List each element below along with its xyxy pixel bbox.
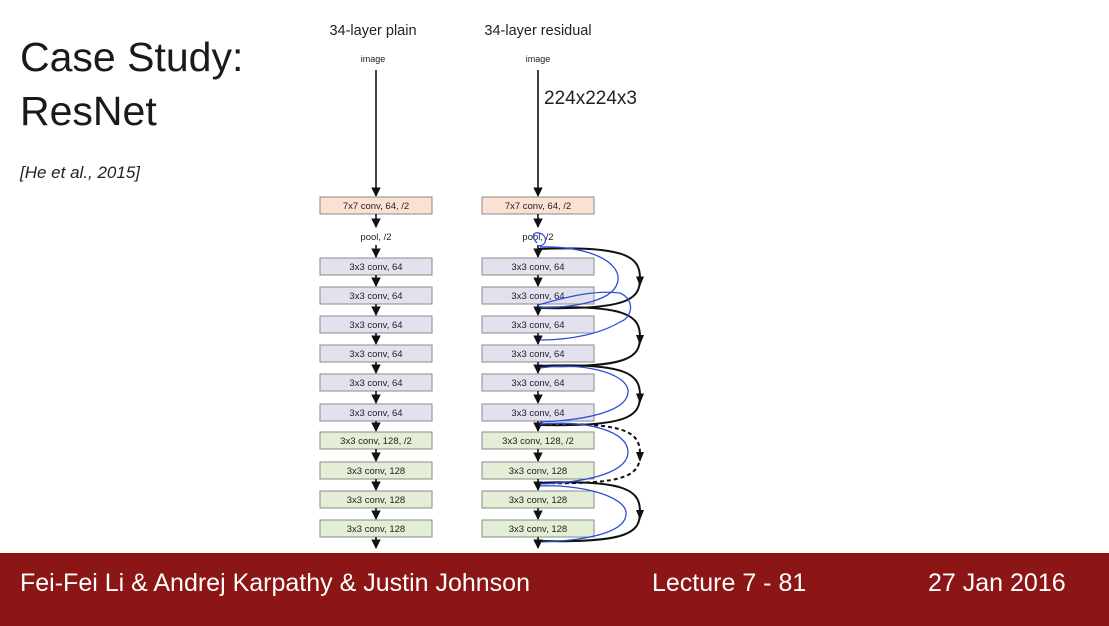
plain-layer-label: 3x3 conv, 128 (347, 495, 405, 506)
residual-layer-label: 3x3 conv, 64 (511, 320, 564, 331)
pen-stroke (532, 232, 547, 247)
input-size-annotation: 224x224x3 (544, 88, 637, 109)
residual-layer-label: 3x3 conv, 128, /2 (502, 436, 574, 447)
plain-layer-label: 3x3 conv, 64 (349, 378, 402, 389)
title-line-1: Case Study: (20, 34, 244, 80)
skip-connections (537, 247, 644, 543)
footer-date: 27 Jan 2016 (928, 569, 1066, 597)
residual-network-column: 34-layer residual image 224x224x3 7x7 co… (481, 23, 637, 549)
pen-stroke (539, 422, 629, 485)
plain-layer-label: pool, /2 (360, 232, 391, 243)
footer-authors: Fei-Fei Li & Andrej Karpathy & Justin Jo… (20, 569, 530, 597)
slide-title: Case Study: ResNet (20, 30, 320, 138)
footer-bar: Fei-Fei Li & Andrej Karpathy & Justin Jo… (0, 553, 1109, 626)
residual-layer-label: 3x3 conv, 64 (511, 408, 564, 419)
residual-layer-label: 3x3 conv, 128 (509, 495, 567, 506)
skip-connection-arrowhead (636, 276, 644, 287)
resnet-architecture-diagram: 34-layer plain image 7x7 conv, 64, /2 poo… (319, 23, 644, 549)
residual-layer-label: pool, /2 (522, 232, 553, 243)
residual-input-label: image (526, 54, 551, 64)
pen-stroke (539, 365, 629, 423)
footer-lecture-number: Lecture 7 - 81 (652, 569, 807, 597)
skip-connection-arrowhead (636, 335, 644, 345)
plain-layer-label: 3x3 conv, 128 (347, 466, 405, 477)
residual-layer-label: 3x3 conv, 64 (511, 291, 564, 302)
residual-layer-label: 3x3 conv, 64 (511, 378, 564, 389)
plain-input-label: image (361, 54, 386, 64)
pen-stroke (537, 291, 632, 341)
residual-layer-label: 3x3 conv, 128 (509, 524, 567, 535)
plain-layer-label: 3x3 conv, 64 (349, 291, 402, 302)
plain-layer-label: 3x3 conv, 128, /2 (340, 436, 412, 447)
handwritten-annotations (532, 232, 632, 543)
residual-network-header: 34-layer residual (484, 23, 591, 39)
residual-layer-label: 3x3 conv, 64 (511, 262, 564, 273)
plain-network-column: 34-layer plain image 7x7 conv, 64, /2 poo… (319, 23, 433, 549)
plain-layer-label: 3x3 conv, 64 (349, 320, 402, 331)
pen-stroke (539, 485, 627, 543)
plain-layer-label: 3x3 conv, 64 (349, 408, 402, 419)
skip-connection-arrowhead (636, 393, 644, 404)
title-line-2: ResNet (20, 88, 157, 134)
skip-connection-arrowhead (636, 452, 644, 462)
plain-layer-label: 3x3 conv, 64 (349, 262, 402, 273)
skip-connection-arrowhead (636, 510, 644, 520)
plain-layer-label: 3x3 conv, 64 (349, 349, 402, 360)
skip-connection-curve (537, 423, 642, 485)
plain-layer-label: 3x3 conv, 128 (347, 524, 405, 535)
residual-layer-label: 3x3 conv, 128 (509, 466, 567, 477)
residual-layer-label: 3x3 conv, 64 (511, 349, 564, 360)
plain-network-header: 34-layer plain (329, 23, 416, 39)
pen-stroke (539, 246, 619, 309)
citation: [He et al., 2015] (20, 163, 141, 182)
plain-layer-label: 7x7 conv, 64, /2 (343, 201, 409, 212)
residual-layer-label: 7x7 conv, 64, /2 (505, 201, 571, 212)
